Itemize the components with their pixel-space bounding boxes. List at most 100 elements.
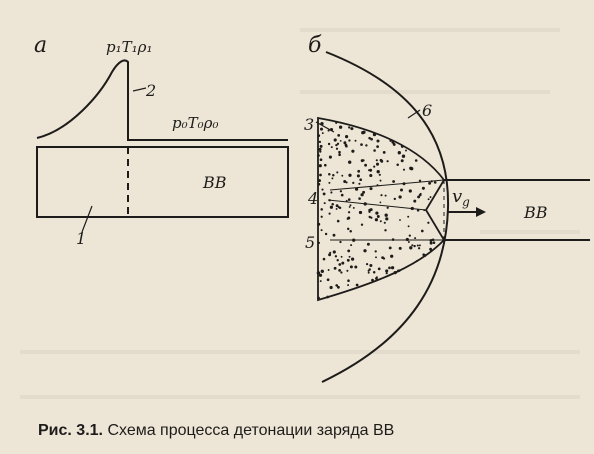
product-particle bbox=[328, 253, 332, 257]
charge-body-a bbox=[36, 146, 289, 218]
product-particle bbox=[341, 261, 345, 265]
product-particle bbox=[350, 244, 353, 247]
product-particle bbox=[414, 159, 418, 162]
product-particle bbox=[333, 138, 337, 142]
product-particle bbox=[338, 125, 343, 129]
product-particle bbox=[373, 165, 376, 168]
product-particle bbox=[317, 241, 321, 245]
caption-text: Схема процесса детонации заряда ВВ bbox=[107, 422, 395, 439]
product-particle bbox=[318, 273, 323, 277]
product-particle bbox=[391, 140, 395, 144]
product-particle bbox=[408, 189, 412, 193]
product-particle bbox=[407, 241, 410, 243]
product-particle bbox=[332, 173, 335, 177]
product-particle bbox=[316, 271, 321, 275]
product-particle bbox=[428, 181, 432, 185]
product-particle bbox=[397, 151, 401, 155]
product-particle bbox=[349, 161, 352, 164]
callout-2-leader bbox=[132, 87, 147, 92]
product-particle bbox=[369, 263, 373, 268]
product-particle bbox=[321, 132, 324, 135]
product-particle bbox=[398, 195, 402, 199]
product-particle bbox=[382, 257, 386, 260]
product-particle bbox=[344, 143, 348, 147]
product-particle bbox=[351, 149, 355, 153]
product-particle bbox=[327, 129, 330, 132]
product-particle bbox=[339, 240, 342, 244]
product-particle bbox=[384, 194, 387, 197]
callout-3: 3 bbox=[304, 115, 314, 134]
product-particle bbox=[317, 134, 321, 138]
product-particle bbox=[343, 141, 347, 145]
product-particle bbox=[340, 193, 344, 197]
panel-a-label: а bbox=[34, 33, 47, 58]
product-particle bbox=[340, 255, 343, 258]
product-particle bbox=[320, 269, 324, 273]
product-particle bbox=[370, 137, 373, 141]
product-particle bbox=[388, 266, 391, 270]
product-particle bbox=[367, 271, 370, 274]
product-particle bbox=[328, 181, 331, 184]
product-particle bbox=[318, 179, 321, 183]
product-particle bbox=[317, 296, 320, 300]
product-particle bbox=[386, 160, 389, 163]
product-particle bbox=[417, 195, 421, 199]
product-particle bbox=[369, 168, 373, 172]
product-particle bbox=[408, 234, 411, 237]
product-particle bbox=[347, 211, 351, 214]
product-particle bbox=[354, 187, 359, 191]
background-text-line bbox=[480, 230, 580, 234]
panel-b-label: б bbox=[308, 33, 322, 58]
product-particle bbox=[398, 246, 402, 250]
product-particle bbox=[429, 196, 432, 199]
product-particle bbox=[409, 166, 413, 170]
product-particle bbox=[358, 210, 363, 215]
product-particle bbox=[379, 220, 382, 223]
product-particle bbox=[321, 188, 324, 191]
product-particle bbox=[413, 199, 417, 203]
product-particle bbox=[347, 216, 351, 220]
product-particle bbox=[407, 215, 410, 218]
product-particle bbox=[349, 204, 352, 207]
product-particle bbox=[334, 255, 338, 258]
product-particles bbox=[316, 121, 437, 300]
product-particle bbox=[384, 229, 387, 232]
product-particle bbox=[326, 295, 330, 299]
product-particle bbox=[335, 143, 338, 147]
product-particle bbox=[319, 280, 322, 283]
product-particle bbox=[375, 162, 380, 166]
product-particle bbox=[360, 159, 364, 163]
product-particle bbox=[326, 278, 330, 282]
product-particle bbox=[372, 271, 376, 274]
product-particle bbox=[393, 270, 397, 275]
product-particle bbox=[392, 180, 395, 183]
product-particle bbox=[358, 197, 361, 200]
product-particle bbox=[405, 149, 407, 152]
background-text-line bbox=[20, 395, 580, 399]
product-particle bbox=[348, 255, 351, 258]
product-particle bbox=[423, 254, 427, 257]
product-particle bbox=[317, 154, 320, 157]
product-particle bbox=[356, 174, 360, 178]
product-particle bbox=[382, 150, 386, 154]
product-particle bbox=[376, 139, 380, 143]
product-particle bbox=[418, 193, 422, 197]
product-particle bbox=[317, 222, 321, 226]
callout-3-leader bbox=[315, 121, 335, 133]
product-particle bbox=[429, 247, 432, 251]
product-particle bbox=[378, 173, 381, 176]
product-particle bbox=[354, 139, 357, 142]
product-particle bbox=[427, 221, 430, 224]
product-particle bbox=[319, 144, 323, 148]
product-particle bbox=[336, 142, 340, 145]
product-particle bbox=[317, 182, 321, 186]
ambient-state-label: p₀T₀ρ₀ bbox=[172, 114, 218, 132]
product-particle bbox=[369, 173, 373, 178]
charge-label-a: ВВ bbox=[202, 173, 227, 192]
product-particle bbox=[400, 159, 404, 163]
callout-5: 5 bbox=[305, 233, 315, 252]
product-particle bbox=[401, 154, 406, 158]
product-particle bbox=[376, 170, 380, 174]
product-particle bbox=[347, 198, 351, 201]
product-particle bbox=[351, 257, 355, 261]
